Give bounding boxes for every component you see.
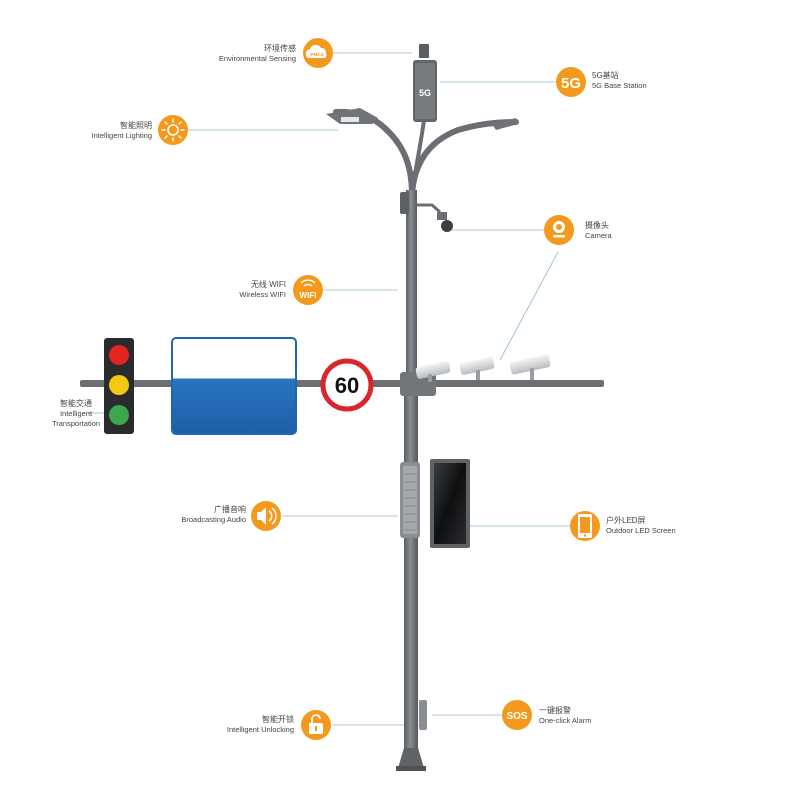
label-5g-base-station: 5G基站 5G Base Station	[592, 71, 712, 91]
label-cn: 一键报警	[539, 706, 571, 715]
bullet-camera-2	[459, 357, 495, 380]
svg-text:SOS: SOS	[506, 711, 527, 722]
pole-base	[398, 748, 424, 768]
label-cn: 摄像头	[585, 221, 609, 230]
cloud-icon: PM2.5	[303, 38, 333, 68]
label-cn: 5G基站	[592, 71, 619, 80]
svg-text:PM2.5: PM2.5	[310, 52, 324, 57]
label-camera: 摄像头 Camera	[585, 221, 665, 241]
label-environmental-sensing: 环境传感 Environmental Sensing	[180, 44, 296, 64]
lamp-head-left	[326, 108, 378, 124]
label-en: Wireless WIFI	[239, 290, 286, 299]
traffic-light	[104, 338, 134, 434]
5g-icon: 5G	[556, 67, 586, 97]
label-cn: 智能交通	[60, 399, 92, 408]
road-sign-board	[171, 337, 297, 435]
sos-icon: SOS	[502, 700, 532, 730]
webcam-icon	[544, 215, 574, 245]
lamp-arm-right	[409, 119, 519, 198]
bullet-camera-1	[415, 361, 451, 382]
sensor-box	[419, 44, 429, 58]
dome-camera	[417, 203, 453, 232]
road-sign	[171, 337, 297, 435]
label-en: Broadcasting Audio	[181, 515, 246, 524]
label-intelligent-transportation: 智能交通 Intelligent Transportation	[46, 399, 106, 429]
svg-text:5G: 5G	[561, 75, 581, 92]
label-broadcasting-audio: 广播音响 Broadcasting Audio	[140, 505, 246, 525]
label-intelligent-lighting: 智能照明 Intelligent Lighting	[40, 121, 152, 141]
label-en: One-click Alarm	[539, 716, 592, 725]
svg-text:WIFI: WIFI	[300, 291, 317, 300]
speaker-icon	[251, 501, 281, 531]
pole-shaft-upper	[406, 190, 417, 390]
label-cn: 智能开锁	[262, 715, 294, 724]
label-cn: 智能照明	[120, 121, 152, 130]
label-outdoor-led-screen: 户外LED屏 Outdoor LED Screen	[606, 516, 726, 536]
label-en: Outdoor LED Screen	[606, 526, 676, 535]
speaker-column	[400, 462, 420, 538]
lamp-led-panel	[341, 117, 359, 122]
lamp-arms	[326, 108, 519, 198]
cross-arm-bracket	[400, 372, 436, 396]
label-cn: 户外LED屏	[606, 516, 646, 525]
5g-antenna-unit: 5G	[413, 44, 437, 122]
traffic-light-green	[109, 405, 129, 425]
label-cn: 广播音响	[214, 505, 246, 514]
wifi-box	[400, 192, 409, 214]
5g-antenna-panel-shade	[415, 63, 435, 119]
sun-icon	[158, 115, 188, 145]
bullet-cameras	[415, 354, 551, 382]
label-cn: 环境传感	[264, 44, 296, 53]
speed-limit-value: 60	[335, 373, 359, 398]
lamp-arm-left	[333, 108, 415, 198]
pole-shaft-lower	[404, 390, 418, 750]
traffic-light-yellow	[109, 375, 129, 395]
label-en: Camera	[585, 231, 612, 240]
label-wireless-wifi: 无线 WIFI Wireless WIFI	[190, 280, 286, 300]
label-en: Intelligent Lighting	[91, 131, 152, 140]
bullet-camera-3	[509, 354, 551, 380]
label-one-click-alarm: 一键报警 One-click Alarm	[539, 706, 639, 726]
label-en: Intelligent Transportation	[51, 409, 101, 428]
alarm-box	[419, 700, 427, 730]
led-screen	[430, 459, 470, 548]
label-intelligent-unlocking: 智能开锁 Intelligent Unlocking	[180, 715, 294, 735]
phone-screen-icon	[570, 511, 600, 541]
feature-icons: PM2.5 5G	[158, 38, 600, 740]
connector-lines	[88, 52, 570, 726]
speed-limit-sign: 60	[320, 358, 374, 412]
label-en: Environmental Sensing	[218, 54, 296, 63]
lamp-head-right	[492, 118, 518, 130]
pole-base-plate	[396, 766, 426, 771]
lock-icon	[301, 710, 331, 740]
antenna-5g-text: 5G	[419, 88, 431, 98]
label-en: Intelligent Unlocking	[226, 725, 294, 734]
connector-camera-arm	[499, 251, 559, 361]
wifi-icon: WIFI	[293, 275, 323, 305]
lamp-arm-center	[410, 119, 426, 196]
label-en: 5G Base Station	[592, 81, 647, 90]
traffic-light-red	[109, 345, 129, 365]
label-cn: 无线 WIFI	[250, 280, 286, 289]
